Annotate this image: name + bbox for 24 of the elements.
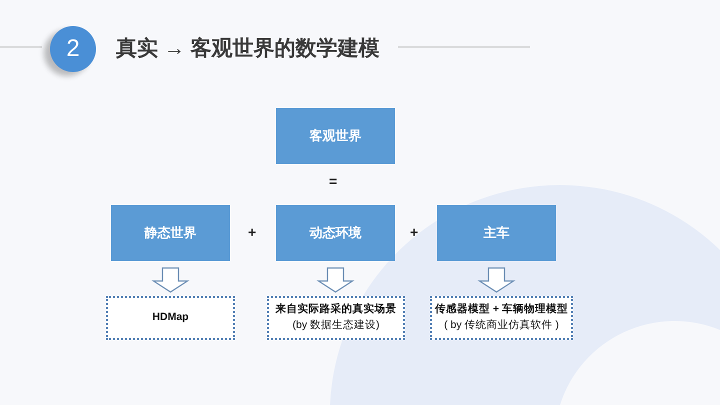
slide-title: 真实 → 客观世界的数学建模: [116, 36, 380, 62]
category-box: [111, 205, 230, 261]
box-label: 动态环境: [310, 224, 362, 242]
category-box: [276, 205, 395, 261]
block-arrow: [151, 267, 190, 293]
block-arrow: [316, 267, 355, 293]
note-box: [430, 296, 573, 340]
note-text: ( by 传统商业仿真软件 ): [444, 318, 559, 333]
note-text: (by 数据生态建设): [292, 318, 380, 333]
note-box: [267, 296, 405, 340]
box-label: HDMap: [152, 310, 189, 326]
box-label: 主车: [484, 224, 510, 242]
category-box: [276, 108, 395, 164]
category-box: [437, 205, 556, 261]
box-label: 来自实际路采的真实场景: [276, 302, 396, 318]
box-label: 客观世界: [310, 127, 362, 145]
box-label: 传感器模型 + 车辆物理模型: [435, 302, 568, 318]
section-number: 2: [50, 26, 96, 72]
operator-sign: +: [410, 224, 418, 240]
box-label: 静态世界: [144, 224, 196, 242]
operator-sign: +: [248, 224, 256, 240]
note-box: [106, 296, 235, 340]
operator-sign: =: [329, 173, 338, 189]
block-arrow: [477, 267, 516, 293]
